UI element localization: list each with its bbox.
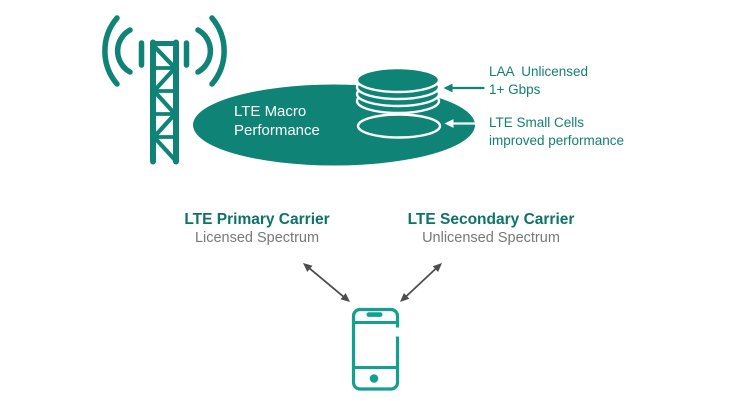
phone-speaker — [366, 312, 383, 317]
mast-brace — [151, 134, 178, 163]
phone-home-button — [369, 374, 379, 383]
phone-side-gap — [394, 327, 401, 337]
mast-brace — [151, 88, 178, 117]
radio-waves-right-icon — [183, 15, 227, 87]
primary-carrier-title: LTE Primary Carrier — [184, 211, 330, 228]
wave-arc — [114, 27, 133, 75]
macro-performance-label: LTE Macro Performance — [234, 103, 320, 139]
small-cells-ellipse-icon — [356, 113, 442, 139]
arrow-head — [400, 293, 410, 302]
small-cells-callout-label: LTE Small Cells improved performance — [489, 115, 625, 148]
wave-arc — [195, 27, 214, 75]
arrow-shaft — [405, 267, 437, 298]
laa-disc-stack-icon — [355, 66, 441, 115]
mast-brace — [151, 65, 178, 94]
mast-brace — [151, 111, 178, 140]
arrow-head — [444, 119, 454, 128]
arrow-head — [432, 263, 442, 272]
secondary-carrier-block: LTE Secondary Carrier Unlicensed Spectru… — [396, 211, 586, 247]
arrow-head — [443, 83, 453, 93]
tower-mast — [150, 39, 179, 165]
wave-arc — [102, 15, 120, 87]
laa-callout-arrow-icon — [443, 83, 485, 93]
primary-carrier-subtitle: Licensed Spectrum — [194, 230, 320, 246]
radio-waves-left-icon — [102, 15, 145, 87]
arrow-head — [340, 293, 350, 302]
disc — [355, 66, 441, 94]
phone-body — [351, 307, 400, 391]
mast-brace — [151, 43, 178, 71]
primary-carrier-block: LTE Primary Carrier Licensed Spectrum — [162, 211, 352, 247]
wave-arc — [209, 15, 227, 87]
secondary-carrier-arrow-icon — [400, 263, 442, 302]
cell-tower-icon — [102, 15, 227, 165]
arrow-shaft — [308, 267, 345, 298]
smartphone-icon — [351, 307, 401, 391]
laa-callout-label: LAA Unlicensed 1+ Gbps — [489, 64, 589, 97]
arrow-head — [303, 263, 313, 272]
small-cells-callout-arrow-icon — [444, 119, 483, 128]
secondary-carrier-subtitle: Unlicensed Spectrum — [422, 230, 560, 246]
primary-carrier-arrow-icon — [303, 263, 350, 302]
secondary-carrier-title: LTE Secondary Carrier — [407, 211, 575, 228]
